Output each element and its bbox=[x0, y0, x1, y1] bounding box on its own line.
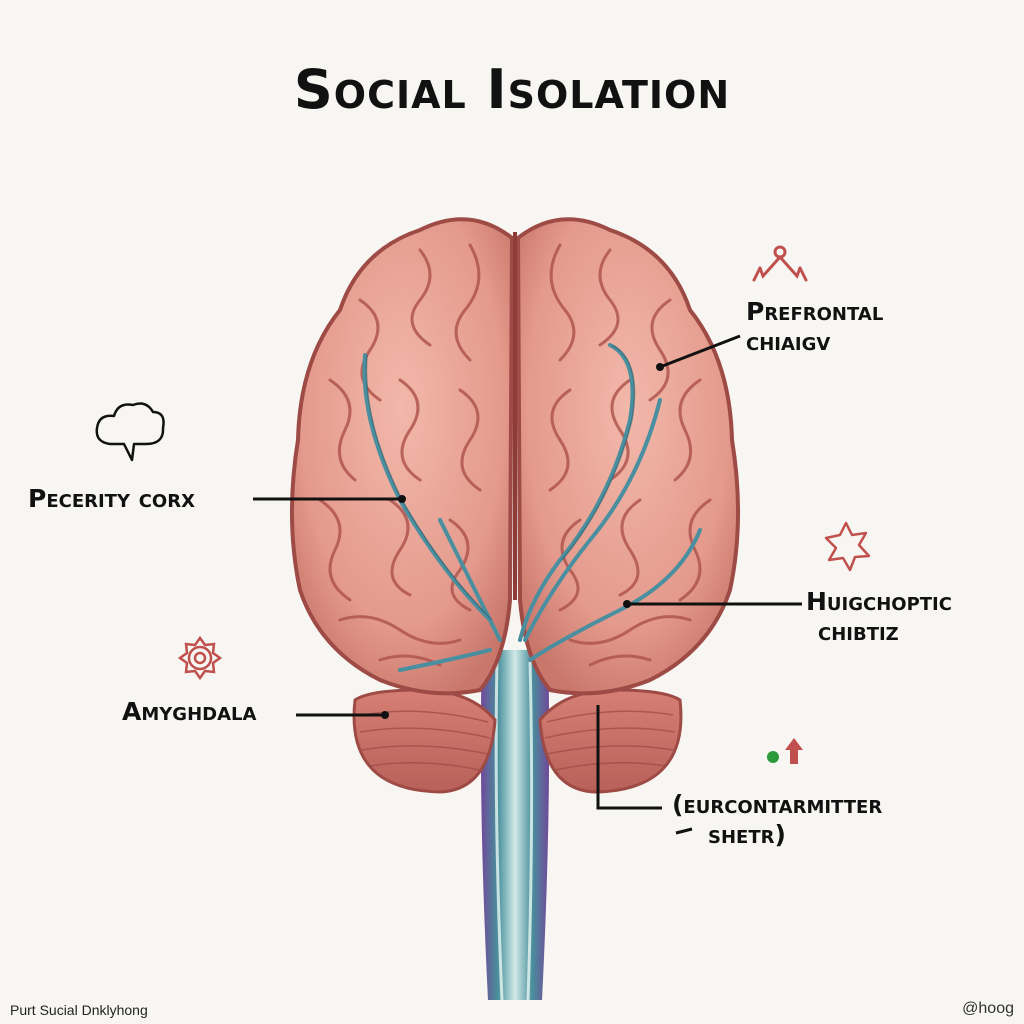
label-neurotransmitter: (eurcontarmitter shetr) bbox=[672, 790, 882, 850]
thought-bubble-icon bbox=[95, 402, 165, 462]
leader-lines bbox=[253, 334, 802, 835]
label-pecerity-corx: Pecerity corx bbox=[28, 484, 195, 513]
label-neurotransmitter-line1: (eurcontarmitter bbox=[672, 790, 883, 819]
leader-neuro-tick bbox=[675, 827, 693, 835]
footer-credit: Purt Sucial Dnklyhong bbox=[10, 1002, 148, 1018]
brain-stem bbox=[480, 650, 550, 1001]
leader-prefrontal bbox=[659, 334, 741, 369]
arrow-up-icon bbox=[767, 738, 803, 764]
gear-icon bbox=[177, 635, 223, 681]
diagram-title: Social Isolation bbox=[293, 58, 731, 121]
network-icon bbox=[752, 245, 808, 282]
label-neurotransmitter-line2: shetr) bbox=[708, 820, 786, 849]
label-huigchoptic-line2: chibtiz bbox=[818, 617, 899, 646]
label-huigchoptic: Huigchoptic chibtiz bbox=[806, 587, 952, 647]
label-prefrontal-line2: chiaigv bbox=[746, 327, 831, 356]
footer-handle: @hoog bbox=[962, 1000, 1014, 1017]
label-prefrontal-line1: Prefrontal bbox=[746, 297, 884, 326]
nerve-pathways bbox=[362, 343, 702, 672]
leader-dots bbox=[381, 363, 664, 719]
star-icon bbox=[824, 521, 871, 572]
label-amygdala: Amyghdala bbox=[122, 697, 257, 726]
leader-neuro bbox=[596, 705, 662, 810]
brain-folds bbox=[318, 243, 712, 667]
label-huigchoptic-line1: Huigchoptic bbox=[806, 587, 952, 616]
label-prefrontal: Prefrontal chiaigv bbox=[746, 297, 883, 357]
cerebellum bbox=[352, 688, 683, 794]
